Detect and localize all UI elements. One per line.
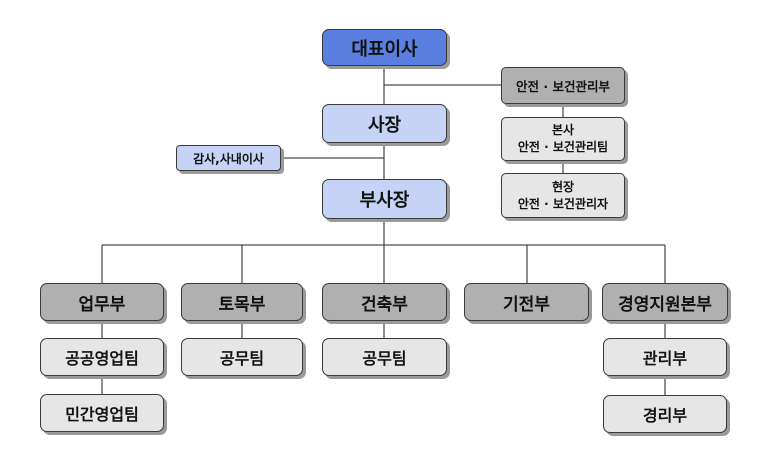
team-accounting: 경리부 — [603, 395, 727, 433]
hq-safety-line1: 본사 — [551, 123, 575, 137]
dept-architecture: 건축부 — [322, 283, 447, 321]
dept-business: 업무부 — [40, 283, 164, 321]
team-civil-works: 공무팀 — [181, 338, 303, 376]
team-private-sales-label: 민간영업팀 — [65, 405, 139, 424]
site-safety-line2: 안전 · 보건관리자 — [517, 196, 609, 211]
safety-dept-label: 안전 · 보건관리부 — [516, 79, 610, 94]
vice-president-box: 부사장 — [322, 179, 447, 219]
audit-box: 감사,사내이사 — [176, 145, 281, 171]
team-civil-works-label: 공무팀 — [219, 349, 265, 368]
team-private-sales: 민간영업팀 — [40, 394, 164, 432]
site-safety-line1: 현장 — [551, 179, 575, 194]
dept-business-label: 업무부 — [78, 294, 126, 315]
vice-president-label: 부사장 — [359, 190, 410, 211]
team-administration: 관리부 — [603, 338, 727, 376]
dept-civil-label: 토목부 — [218, 294, 266, 315]
safety-dept-box: 안전 · 보건관리부 — [501, 67, 625, 104]
ceo-box: 대표이사 — [322, 29, 447, 66]
president-box: 사장 — [322, 104, 447, 143]
president-label: 사장 — [367, 114, 402, 136]
hq-safety-line2: 안전 · 보건관리팀 — [517, 140, 609, 154]
dept-electrical: 기전부 — [464, 283, 589, 321]
site-safety-box: 현장 안전 · 보건관리자 — [501, 173, 625, 218]
team-accounting-label: 경리부 — [642, 406, 688, 425]
team-architecture-works: 공무팀 — [322, 338, 447, 376]
team-public-sales: 공공영업팀 — [40, 338, 164, 376]
team-administration-label: 관리부 — [642, 349, 688, 368]
dept-electrical-label: 기전부 — [503, 294, 550, 315]
team-public-sales-label: 공공영업팀 — [65, 349, 139, 368]
ceo-label: 대표이사 — [351, 38, 418, 60]
dept-management-support-label: 경영지원본부 — [618, 294, 712, 315]
audit-label: 감사,사내이사 — [193, 151, 264, 166]
team-architecture-works-label: 공무팀 — [362, 349, 407, 368]
dept-civil: 토목부 — [181, 283, 303, 321]
dept-architecture-label: 건축부 — [361, 294, 408, 315]
hq-safety-box: 본사 안전 · 보건관리팀 — [501, 117, 625, 161]
dept-management-support: 경영지원본부 — [602, 283, 728, 321]
